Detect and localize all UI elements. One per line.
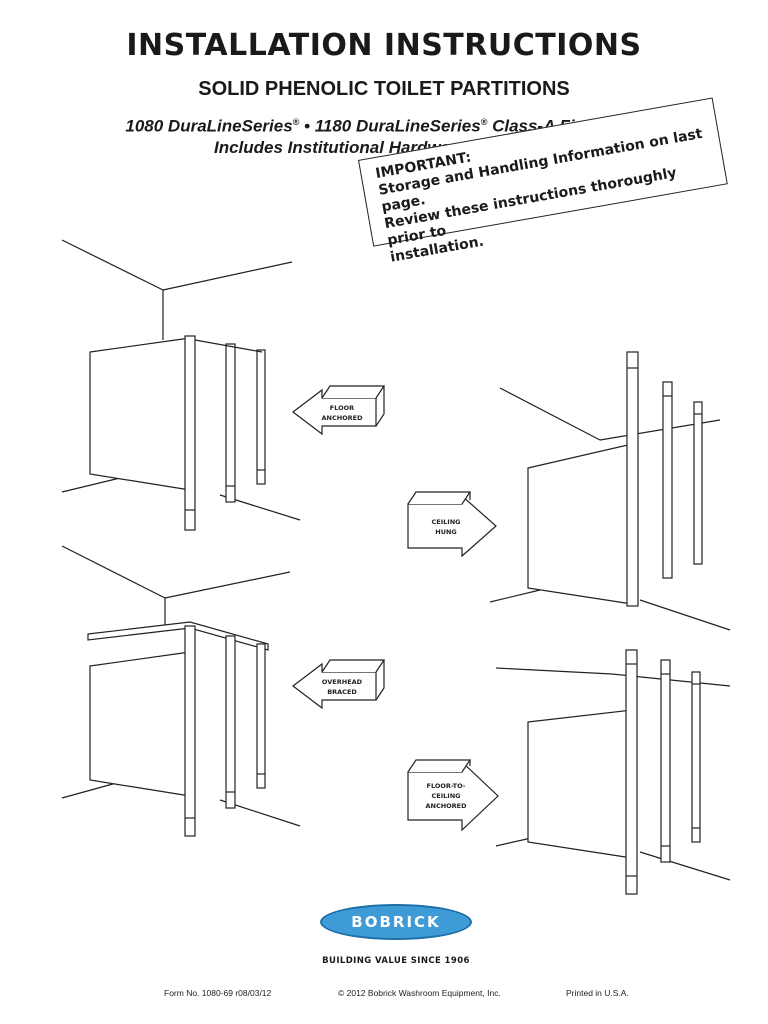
- page-title: INSTALLATION INSTRUCTIONS: [126, 28, 642, 63]
- series-1180: • 1180 DuraLineSeries: [299, 116, 481, 136]
- ceiling-hung-arrow: CEILING HUNG: [407, 491, 497, 558]
- floor-to-ceiling-arrow: FLOOR-TO- CEILING ANCHORED: [407, 759, 499, 832]
- registered-mark: ®: [480, 117, 488, 127]
- floor-to-ceiling-label-2: CEILING: [432, 792, 461, 800]
- ceiling-hung-label-2: HUNG: [435, 528, 457, 536]
- ceiling-hung-drawing: [489, 351, 731, 631]
- brand-tagline: BUILDING VALUE SINCE 1906: [322, 956, 470, 966]
- floor-to-ceiling-drawing: [495, 649, 731, 895]
- copyright: © 2012 Bobrick Washroom Equipment, Inc.: [338, 988, 501, 998]
- bobrick-logo: BOBRICK: [320, 904, 472, 940]
- overhead-braced-drawing: [61, 545, 301, 837]
- registered-mark: ®: [292, 117, 300, 127]
- floor-anchored-drawing: [61, 239, 301, 531]
- floor-anchored-label-2: ANCHORED: [321, 414, 363, 422]
- overhead-braced-arrow: OVERHEAD BRACED: [292, 659, 386, 710]
- floor-anchored-arrow: FLOOR ANCHORED: [292, 385, 386, 436]
- series-1080: 1080 DuraLineSeries: [125, 116, 293, 136]
- printed-in: Printed in U.S.A.: [566, 988, 629, 998]
- overhead-braced-label-1: OVERHEAD: [322, 678, 363, 686]
- ceiling-hung-label-1: CEILING: [432, 518, 461, 526]
- floor-to-ceiling-label-1: FLOOR-TO-: [427, 782, 466, 790]
- floor-anchored-label-1: FLOOR: [330, 404, 354, 412]
- form-number: Form No. 1080-69 r08/03/12: [164, 988, 272, 998]
- page-subtitle: SOLID PHENOLIC TOILET PARTITIONS: [198, 78, 570, 100]
- overhead-braced-label-2: BRACED: [327, 688, 357, 696]
- floor-to-ceiling-label-3: ANCHORED: [425, 802, 467, 810]
